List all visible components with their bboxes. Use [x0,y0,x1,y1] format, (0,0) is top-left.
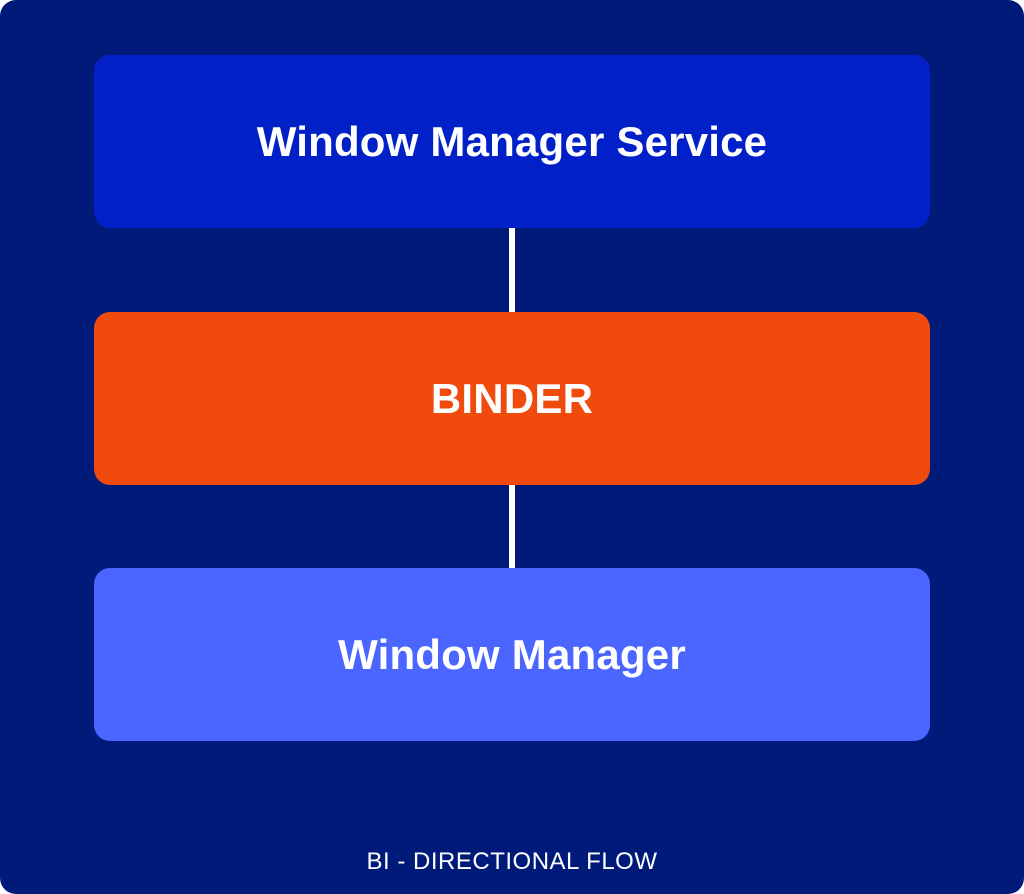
connector-binder-to-bottom [509,485,515,568]
window-manager-label: Window Manager [338,630,686,678]
binder-box: BINDER [94,312,930,485]
binder-label: BINDER [430,374,594,422]
window-manager-box: Window Manager [94,568,930,741]
window-manager-service-box: Window Manager Service [94,55,930,228]
window-manager-service-label: Window Manager Service [256,117,768,165]
connector-top-to-binder [509,228,515,312]
flow-caption: BI - DIRECTIONAL FLOW [366,848,658,875]
